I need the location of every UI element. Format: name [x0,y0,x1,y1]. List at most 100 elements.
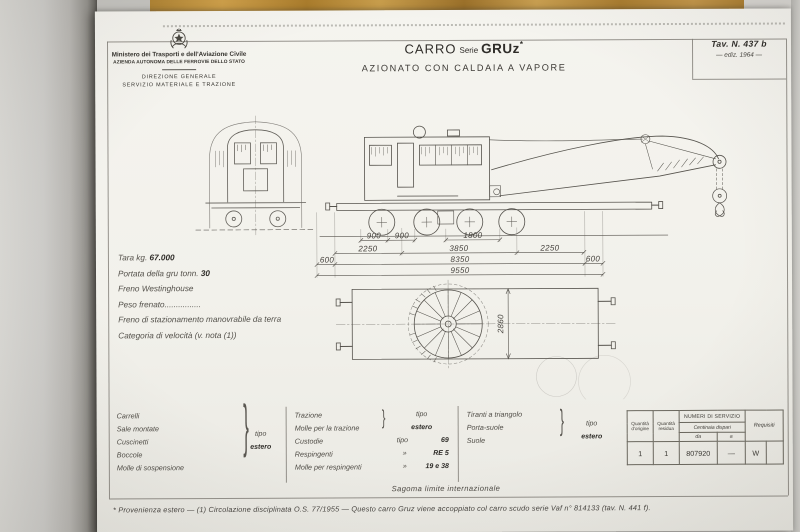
header-text: d'origine [631,426,649,432]
spec-label: Peso frenato................ [118,299,201,310]
brace: } [559,402,565,437]
footnote: * Provenienza estero — (1) Circolazione … [113,503,651,515]
brace: } [381,405,386,430]
ministry-divider [162,69,197,71]
dimension-label: 3850 [449,244,468,253]
perforation-line [162,22,785,28]
end-view [195,115,317,236]
spec-label: Tara kg. [117,253,148,263]
tipo-label: tipo [585,420,598,428]
section-separator [457,405,459,482]
type-key: » [402,463,407,471]
part-item: Carrelli [116,411,140,421]
spec-row: Peso frenato................ [118,296,358,313]
value-requisiti: W [745,441,767,465]
dimension-label: 900 [395,231,410,240]
part-item: Respingenti [294,449,333,459]
part-item: Custodie [294,436,324,446]
header-text: residua [658,425,674,432]
part-item: Porta-suole [466,422,504,432]
type-row: » RE 5 [403,447,449,460]
dimension-lines [314,211,606,278]
part-item: Suole [466,435,486,445]
spec-row: Categoria di velocità (v. nota (1)) [118,327,358,344]
plate-block: Tav. N. 437 b — ediz. 1964 — [693,39,785,59]
value-numero-da: 807920 [679,441,718,465]
parts-section-brakes: Tiranti a triangolo Porta-suole Suole [467,407,562,446]
plate-underline [692,78,787,80]
dimension-label: 9550 [450,266,469,275]
part-item: Molle di sospensione [116,463,185,473]
page-stack-edge [0,0,97,532]
part-item: Cuscinetti [116,437,149,447]
value-quantita-residua: 1 [653,441,680,465]
spec-label: Categoria di velocità (v. nota (1)) [118,330,237,341]
header-da: da [679,432,718,442]
part-item: Sale montate [116,424,160,434]
dimension-labels: 900 900 1800 2250 3850 2250 600 8350 600… [320,231,601,334]
col-quantita-origine: Quantità d'origine [627,410,654,442]
header-a: a [717,432,746,442]
header-centinaia-dispari: Centinaia dispari [679,422,746,433]
spec-label: Portata della gru tonn. [117,268,199,279]
part-item: Tiranti a triangolo [466,409,523,419]
desk-surface-corner [744,0,800,11]
dimension-label: 2250 [539,243,559,252]
state-emblem-icon [170,28,188,49]
title-subtitle: AZIONATO CON CALDAIA A VAPORE [361,62,567,74]
dimension-label: 2250 [357,244,377,253]
value-quantita-origine: 1 [627,441,654,465]
part-item: Trazione [294,410,323,420]
technical-drawing: 900 900 1800 2250 3850 2250 600 8350 600… [195,115,728,402]
title-serie-label: Serie [459,46,479,56]
type-val: RE 5 [433,449,449,458]
tipo-label: tipo [415,411,428,419]
spec-label: Freno di stazionamento manovrabile da te… [118,315,282,325]
value-numero-a: — [717,441,746,465]
type-estero: tipo estero [397,408,447,434]
dimension-label: 600 [320,255,335,264]
value-requisiti-empty [766,441,784,465]
spec-value: 67.000 [149,253,175,263]
type-key: » [402,450,407,458]
type-estero: tipo estero [237,428,285,454]
sagoma-caption: Sagoma limite internazionale [391,483,501,494]
spec-row: Freno Westinghouse [118,281,358,298]
ministry-block: Ministero dei Trasporti e dell'Aviazione… [109,27,249,90]
dimension-label: 8350 [450,255,469,264]
header-numeri-di-servizio: NUMERI DI SERVIZIO [679,410,746,423]
frame-bottom [108,495,788,500]
type-key: tipo [396,437,409,445]
type-val: 69 [440,436,449,445]
parts-section-bogies: Carrelli Sale montate Cuscinetti Boccole… [117,409,247,475]
dimension-label: 600 [586,254,601,263]
dimension-label: 1800 [463,231,482,240]
azienda-name: AZIENDA AUTONOMA DELLE FERROVIE DELLO ST… [113,59,246,66]
spec-label: Freno Westinghouse [118,284,194,294]
type-row: tipo 69 [397,434,449,447]
spec-row: Tara kg. 67.000 [118,249,358,266]
tipo-value: estero [411,424,433,432]
tipo-value: estero [581,433,603,441]
plate-number: Tav. N. 437 b [711,38,767,49]
part-item: Molle per respingenti [294,462,362,472]
spec-row: Portata della gru tonn. 30 [118,265,358,282]
type-estero: tipo estero [569,417,615,443]
tipo-label: tipo [255,430,267,438]
plan-view [335,279,631,402]
dimension-label: 2860 [496,314,505,334]
page-right-edge [791,0,800,532]
section-separator [285,406,287,483]
plate-edition: — ediz. 1964 — [716,51,762,59]
part-item: Boccole [116,450,143,460]
drawing-sheet: Ministero dei Trasporti e dell'Aviazione… [94,8,794,532]
title-footnote-star: * [519,39,524,49]
title-carro: CARRO [404,41,457,57]
specs-list: Tara kg. 67.000 Portata della gru tonn. … [118,249,358,344]
spec-row: Freno di stazionamento manovrabile da te… [118,312,358,329]
spec-value: 30 [200,268,210,278]
header-requisiti: Requisiti [745,410,784,442]
